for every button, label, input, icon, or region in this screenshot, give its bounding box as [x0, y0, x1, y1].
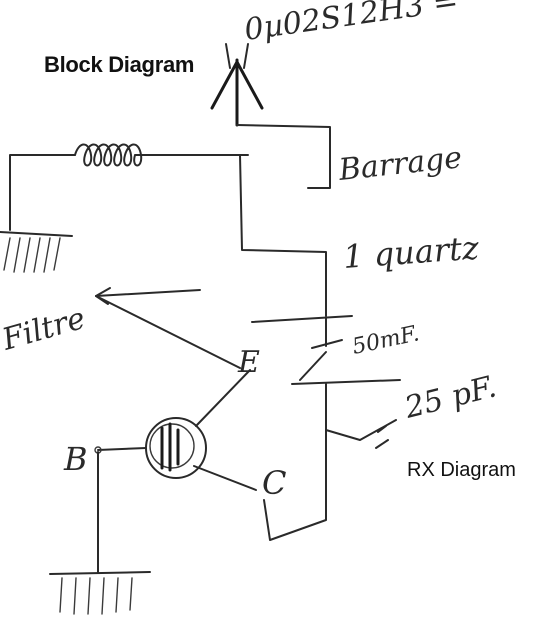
inductor-coil [9, 143, 327, 317]
capacitor-branch [251, 315, 401, 541]
antenna-symbol [210, 43, 331, 189]
handwritten-filter-label: Filtre [0, 301, 89, 358]
diagram-title: Block Diagram [44, 52, 195, 77]
handwritten-barrage-label: Barrage [336, 140, 463, 188]
handwritten-base-label: B [63, 440, 88, 478]
handwritten-top-code: 0µ02S12H3 = [242, 0, 460, 48]
ground-symbol-top [0, 231, 73, 273]
diagram-subtitle: RX Diagram [407, 459, 516, 481]
handwritten-capacitor-50-label: 50mF. [350, 321, 421, 360]
filter-arrow [95, 287, 241, 369]
handwritten-emitter-label: E [237, 345, 260, 380]
transistor-symbol [94, 369, 257, 573]
handwritten-capacitor-25-label: 25 pF. [400, 369, 499, 426]
handwritten-quartz-label: 1 quartz [342, 229, 481, 276]
ground-symbol-bottom [49, 571, 151, 615]
handwritten-collector-label: C [262, 464, 286, 502]
